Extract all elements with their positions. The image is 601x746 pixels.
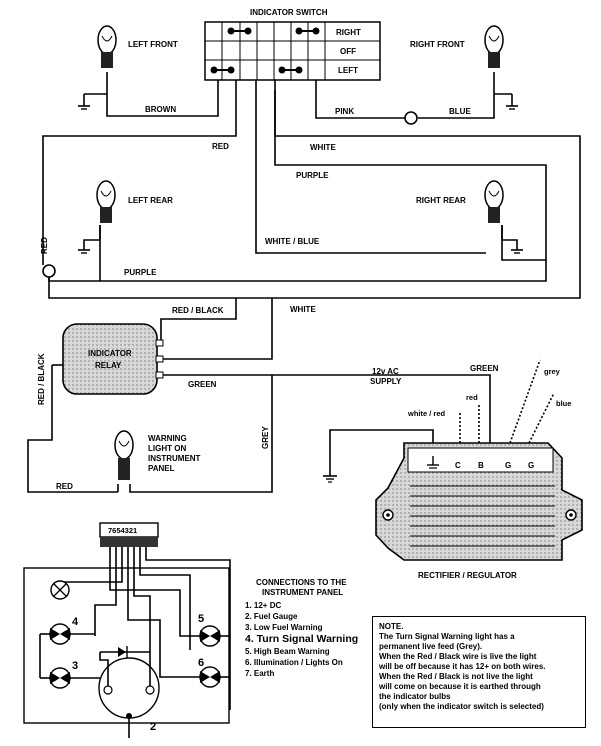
supply-line-2: SUPPLY: [370, 377, 402, 386]
lamp-number-6: 6: [198, 657, 204, 669]
instrument-panel: 7654321: [23, 522, 231, 738]
note-text: The Turn Signal Warning light has a perm…: [379, 632, 546, 711]
connection-1: 1. 12+ DC: [245, 601, 281, 610]
relay-label-1: INDICATOR: [88, 349, 132, 358]
connection-2: 2. Fuel Gauge: [245, 612, 298, 621]
warning-light-line-4: PANEL: [148, 464, 175, 473]
connection-7: 7. Earth: [245, 669, 274, 678]
lamp-number-5: 5: [198, 613, 204, 625]
wire-label-white-top: WHITE: [310, 143, 336, 152]
connections-title-1: CONNECTIONS TO THE: [256, 578, 347, 587]
lamp-number-3: 3: [72, 660, 78, 672]
indicator-switch-title: INDICATOR SWITCH: [250, 8, 328, 17]
lamp-number-4: 4: [72, 616, 79, 628]
warning-light-line-1: WARNING: [148, 434, 187, 443]
note-title: NOTE.: [379, 622, 404, 631]
regulator-wire-blue: blue: [556, 399, 571, 408]
connection-3: 3. Low Fuel Warning: [245, 623, 323, 632]
regulator-wire-grey: grey: [544, 367, 561, 376]
wire-label-red-black: RED / BLACK: [172, 306, 224, 315]
lamp-number-2: 2: [150, 721, 156, 733]
connection-6: 6. Illumination / Lights On: [245, 658, 343, 667]
wiring: [27, 72, 581, 493]
terminal-b: B: [478, 461, 484, 470]
label-right-front: RIGHT FRONT: [410, 40, 465, 49]
connections-title-2: INSTRUMENT PANEL: [262, 588, 343, 597]
regulator-title: RECTIFIER / REGULATOR: [418, 571, 517, 580]
supply-line-1: 12v AC: [372, 367, 399, 376]
wire-label-grey-vertical: GREY: [261, 426, 270, 449]
regulator-wire-red: red: [466, 393, 478, 402]
wire-label-brown: BROWN: [145, 105, 176, 114]
indicator-relay: INDICATOR RELAY: [62, 323, 164, 395]
connector-red: [42, 264, 56, 278]
wire-label-green-relay: GREEN: [188, 380, 217, 389]
wire-label-red-vertical: RED: [40, 237, 49, 254]
wire-label-red-top: RED: [212, 142, 229, 151]
wire-labels: BROWN PINK BLUE RED WHITE PURPLE WHITE /…: [37, 105, 471, 491]
wire-label-red-bottom: RED: [56, 482, 73, 491]
terminal-c: C: [455, 461, 461, 470]
wire-label-white-blue: WHITE / BLUE: [265, 237, 320, 246]
regulator-wire-green: GREEN: [470, 364, 499, 373]
connector-pink-blue: [404, 111, 418, 125]
supply-label: 12v AC SUPPLY: [370, 367, 402, 386]
terminal-g2: G: [528, 461, 534, 470]
bulb-right-rear: RIGHT REAR: [416, 180, 523, 254]
wire-label-blue: BLUE: [449, 107, 471, 116]
indicator-switch: INDICATOR SWITCH RIGHT OFF LEFT: [204, 8, 381, 81]
wire-label-white-mid: WHITE: [290, 305, 316, 314]
rectifier-regulator: C B G G RECTIFIER / REGULATOR GREEN grey…: [323, 364, 583, 580]
warning-light: WARNING LIGHT ON INSTRUMENT PANEL: [114, 430, 201, 480]
bulb-left-front: LEFT FRONT: [78, 25, 178, 110]
wire-label-pink: PINK: [335, 107, 354, 116]
connection-5: 5. High Beam Warning: [245, 647, 330, 656]
relay-label-2: RELAY: [95, 361, 122, 370]
connection-4: 4. Turn Signal Warning: [245, 633, 358, 645]
wire-label-red-black-vertical: RED / BLACK: [37, 353, 46, 405]
switch-position-off: OFF: [340, 47, 356, 56]
bulb-right-front: RIGHT FRONT: [410, 25, 518, 110]
note-box: NOTE. The Turn Signal Warning light has …: [372, 616, 586, 728]
label-left-rear: LEFT REAR: [128, 196, 173, 205]
warning-light-line-3: INSTRUMENT: [148, 454, 201, 463]
regulator-wire-white-red: white / red: [407, 409, 446, 418]
label-left-front: LEFT FRONT: [128, 40, 178, 49]
wire-label-purple-bottom: PURPLE: [124, 268, 157, 277]
label-right-rear: RIGHT REAR: [416, 196, 466, 205]
bulb-left-rear: LEFT REAR: [78, 180, 173, 254]
switch-position-left: LEFT: [338, 66, 358, 75]
terminal-g1: G: [505, 461, 511, 470]
switch-position-right: RIGHT: [336, 28, 361, 37]
connector-pins: 7654321: [108, 526, 137, 535]
warning-light-line-2: LIGHT ON: [148, 444, 186, 453]
wire-label-purple-top: PURPLE: [296, 171, 329, 180]
connections-list: CONNECTIONS TO THE INSTRUMENT PANEL 1. 1…: [245, 578, 358, 678]
